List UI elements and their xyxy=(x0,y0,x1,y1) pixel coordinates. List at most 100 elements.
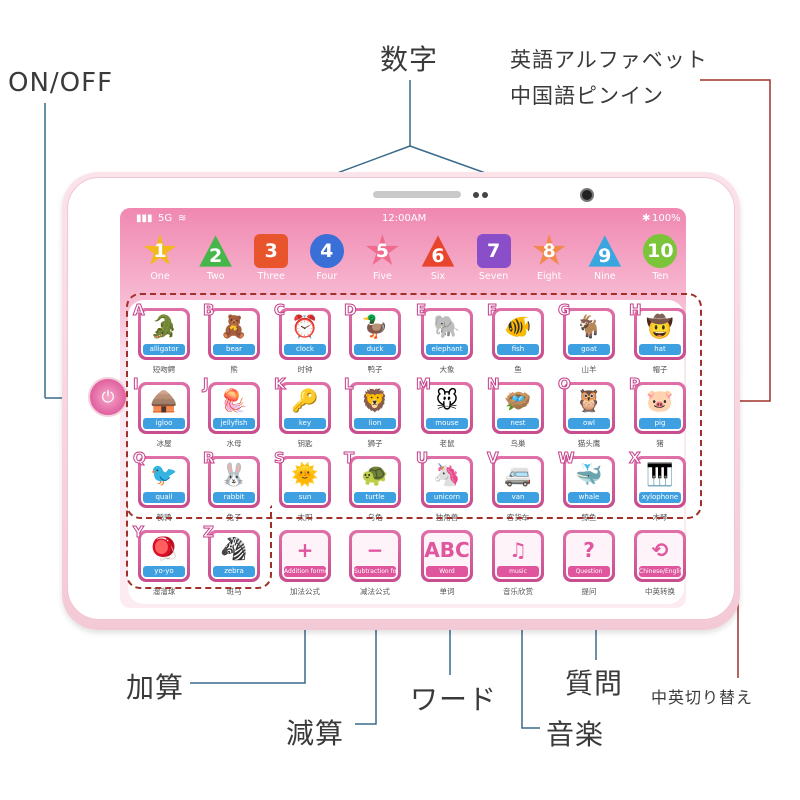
card-letter: T xyxy=(343,449,355,468)
card-face: ⟲Chinese/English conversion xyxy=(637,533,683,579)
card-picture-icon: 🐭 xyxy=(435,389,459,414)
digits-annotation: 数字 xyxy=(380,43,439,76)
card-chinese-label: 帽子 xyxy=(652,365,668,374)
card-face: 🌞sun xyxy=(282,459,328,505)
card-face: 🦁 lion xyxy=(352,385,398,431)
card-word: xylophone xyxy=(639,492,681,503)
card-letter: M xyxy=(416,375,432,394)
card-chinese-label: 水母 xyxy=(226,439,242,448)
switch-button[interactable]: ⟲Chinese/English conversion xyxy=(634,530,686,582)
number-label: One xyxy=(150,271,170,282)
card-face: 🐐goat xyxy=(566,311,612,357)
sensor-dot xyxy=(473,192,479,198)
card-face: −Subtraction formula xyxy=(352,533,398,579)
card-picture-icon: ? xyxy=(583,538,595,562)
card-letter: H xyxy=(629,301,643,320)
switch-annotation: 中英切り替え xyxy=(651,688,754,707)
card-word: mouse xyxy=(426,418,468,429)
number-badge: 7 xyxy=(476,234,511,268)
card-chinese-label: 鱼 xyxy=(514,365,522,374)
card-picture-icon: 🦄 xyxy=(433,463,461,488)
card-letter: C xyxy=(273,301,286,320)
card-word: bear xyxy=(213,344,255,355)
card-face: 🐳whale xyxy=(566,459,612,505)
subtraction-annotation: 減算 xyxy=(286,717,345,750)
signal-icon: ▮▮▮ xyxy=(136,213,153,224)
card-face: 🐊alligator xyxy=(141,311,187,357)
card-chinese-label: 单词 xyxy=(439,587,455,596)
addition-button[interactable]: +Addition formula xyxy=(279,530,331,582)
number-label: Nine xyxy=(593,271,616,282)
speaker-grille xyxy=(373,191,461,198)
card-picture-icon: 🔑 xyxy=(291,389,319,414)
power-icon: ⏻ xyxy=(101,387,115,406)
battery-label: 100% xyxy=(652,213,681,224)
card-picture-icon: 🦆 xyxy=(361,315,389,340)
music-button[interactable]: ♫music xyxy=(492,530,544,582)
card-letter: R xyxy=(203,449,216,468)
card-picture-icon: ⟲ xyxy=(651,538,669,562)
card-word: owl xyxy=(568,418,610,429)
camera-icon xyxy=(580,188,594,202)
card-picture-icon: 🛖 xyxy=(150,389,178,414)
card-chinese-label: 熊 xyxy=(230,365,238,374)
subtraction-button[interactable]: −Subtraction formula xyxy=(349,530,401,582)
card-face: 🧸bear xyxy=(211,311,257,357)
card-word: alligator xyxy=(143,344,185,355)
card-picture-icon: 🦁 xyxy=(361,389,389,414)
card-face: 🐢turtle xyxy=(352,459,398,505)
letter-card-m[interactable]: 🐭 mouse M xyxy=(416,375,473,434)
card-face: ?Question xyxy=(566,533,612,579)
card-face: 🐦quail xyxy=(141,459,187,505)
card-picture-icon: 🎹 xyxy=(646,463,674,488)
number-badge: 1 xyxy=(143,234,177,265)
question-button[interactable]: ?Question xyxy=(563,530,615,582)
card-word: lion xyxy=(354,418,396,429)
card-letter: Z xyxy=(203,523,215,542)
power-button[interactable]: ⏻ xyxy=(88,377,128,417)
card-word: rabbit xyxy=(213,492,255,503)
card-chinese-label: 钥匙 xyxy=(297,439,313,448)
card-word: yo-yo xyxy=(143,566,185,577)
card-chinese-label: 中英转换 xyxy=(645,587,675,596)
